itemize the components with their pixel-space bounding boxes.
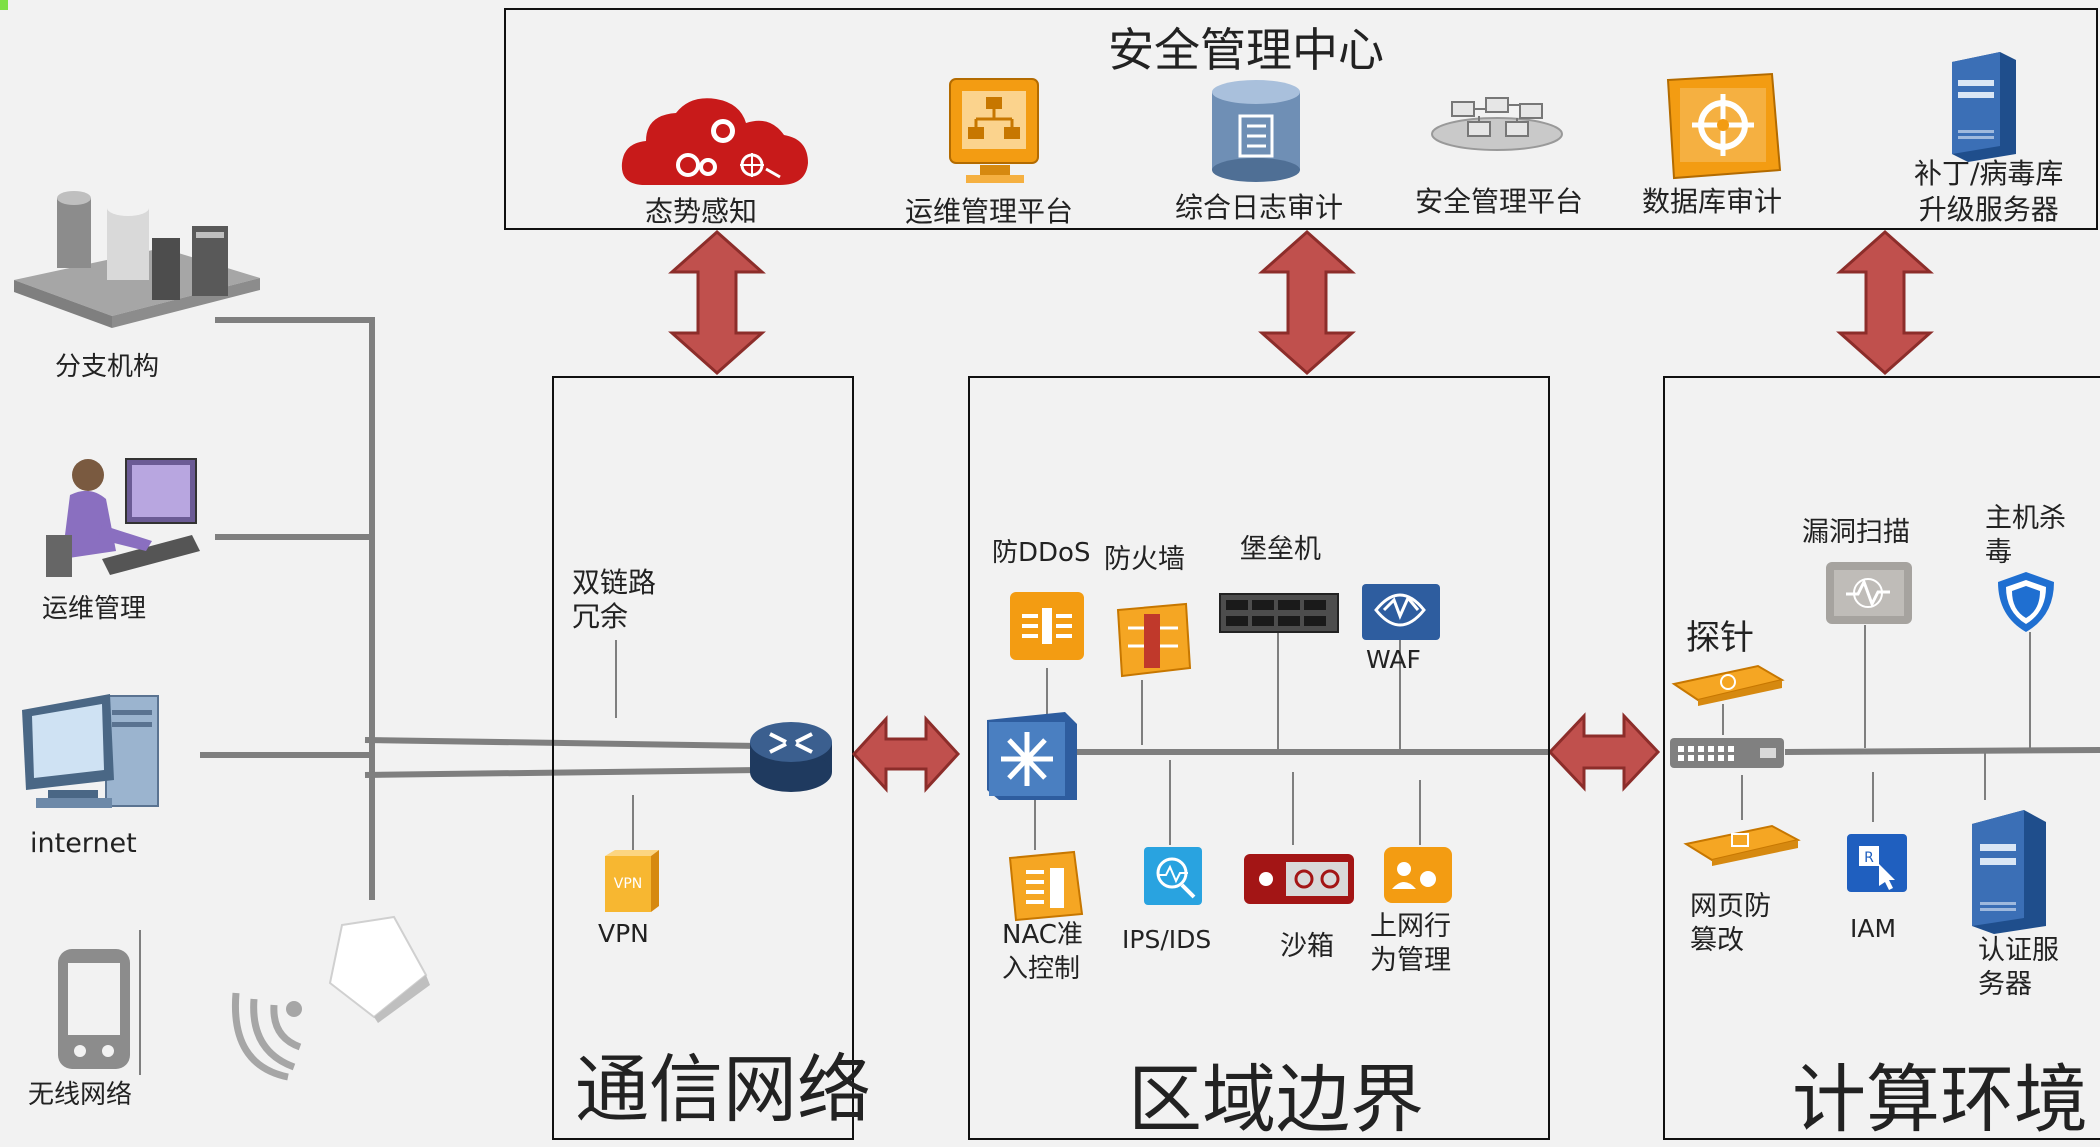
nac-label-line1: NAC准 <box>1002 920 1083 950</box>
firewall-label: 防火墙 <box>1104 544 1185 575</box>
ddos-device-icon <box>1010 592 1084 660</box>
dual-link-label-line2: 冗余 <box>572 600 629 633</box>
org-monitor-icon <box>949 78 1039 183</box>
patch-server-label-line1: 补丁/病毒库 <box>1914 157 2064 190</box>
mobile-phone-icon <box>58 949 130 1069</box>
sandbox-label: 沙箱 <box>1280 931 1334 962</box>
cloud-analytics-icon <box>621 98 808 185</box>
web-guard-label-line2: 篡改 <box>1690 925 1744 956</box>
firewall-device-icon <box>1116 602 1192 678</box>
patch-server-label: 补丁/病毒库 升级服务器 <box>1914 156 2063 228</box>
vpn-label: VPN <box>598 919 649 948</box>
ips-ids-device-icon <box>1144 847 1202 905</box>
boundary-zone-title: 区域边界 <box>1128 1057 1424 1143</box>
patch-server-label-line2: 升级服务器 <box>1918 193 2059 226</box>
boundary-compute-double-arrow <box>1547 712 1661 792</box>
probe-label: 探针 <box>1686 618 1754 658</box>
security-item-label: 综合日志审计 <box>1175 191 1344 224</box>
web-guard-label-line1: 网页防 <box>1690 891 1771 922</box>
boundary-center-double-arrow <box>1258 229 1356 376</box>
dual-link-label-line1: 双链路 <box>572 566 657 599</box>
dual-link-label: 双链路 冗余 <box>572 566 656 634</box>
web-guard-device-icon <box>1683 824 1801 866</box>
behavior-mgmt-device-icon <box>1384 847 1452 903</box>
access-switch-icon[interactable] <box>1668 736 1786 770</box>
auth-server-label-line2: 务器 <box>1978 969 2032 1000</box>
ddos-label: 防DDoS <box>992 538 1091 568</box>
shield-icon <box>1998 572 2054 632</box>
bastion-host-icon <box>1219 593 1339 633</box>
core-switch-icon[interactable] <box>985 710 1079 802</box>
branch-link <box>215 317 375 900</box>
auth-server-icon <box>1972 810 2046 934</box>
vpn-device-icon: VPN <box>605 850 659 912</box>
uplink-b <box>364 767 761 778</box>
web-guard-label: 网页防 篡改 <box>1690 890 1771 958</box>
svg-text:R: R <box>1864 850 1874 866</box>
iam-device-icon: R <box>1847 834 1907 892</box>
compute-zone-title: 计算环境 <box>1792 1057 2088 1143</box>
auth-server-label: 认证服 务器 <box>1978 934 2059 1002</box>
waf-device-icon <box>1362 584 1440 640</box>
desktop-computer-icon <box>22 694 159 808</box>
ops-label: 运维管理 <box>42 594 147 624</box>
host-av-label-line2: 毒 <box>1985 537 2012 568</box>
probe-device-icon <box>1671 664 1785 706</box>
behavior-mgmt-label-line2: 为管理 <box>1370 945 1451 976</box>
branch-label: 分支机构 <box>55 352 160 382</box>
comm-zone-title: 通信网络 <box>575 1047 871 1133</box>
security-item-label: 态势感知 <box>645 195 758 228</box>
compute-bus <box>1784 747 2100 755</box>
wireless-label: 无线网络 <box>28 1080 133 1110</box>
wifi-signal-icon <box>231 992 302 1081</box>
security-item-label: 运维管理平台 <box>905 195 1074 228</box>
nac-label-line2: 入控制 <box>1002 954 1081 984</box>
bastion-label: 堡垒机 <box>1240 534 1321 565</box>
security-center-title: 安全管理中心 <box>1108 23 1384 77</box>
database-log-icon <box>1212 80 1300 182</box>
comm-center-double-arrow <box>668 229 766 376</box>
operator-workstation-icon <box>46 458 200 577</box>
behavior-mgmt-label-line1: 上网行 <box>1370 911 1451 942</box>
nac-label: NAC准 入控制 <box>1002 918 1083 986</box>
vuln-scan-label: 漏洞扫描 <box>1802 517 1910 548</box>
behavior-mgmt-label: 上网行 为管理 <box>1370 910 1451 978</box>
host-av-label-line1: 主机杀 <box>1985 503 2066 534</box>
internet-label: internet <box>30 828 137 859</box>
auth-server-label-line1: 认证服 <box>1978 935 2059 966</box>
wireless-access-point-icon <box>328 915 430 1023</box>
branch-servers-icon <box>14 191 260 328</box>
vpn-badge-text: VPN <box>614 876 643 892</box>
corner-marker <box>0 0 8 10</box>
uplink-a <box>364 737 761 749</box>
network-platform-icon <box>1431 97 1563 151</box>
server-tower-icon <box>1952 52 2016 162</box>
target-monitor-icon <box>1666 72 1782 180</box>
waf-label: WAF <box>1366 645 1421 674</box>
iam-label: IAM <box>1850 914 1897 943</box>
security-item-label: 安全管理平台 <box>1415 185 1584 218</box>
comm-boundary-double-arrow <box>851 715 961 793</box>
sandbox-device-icon <box>1244 854 1354 904</box>
security-item-label: 数据库审计 <box>1642 185 1783 218</box>
ips-label: IPS/IDS <box>1122 925 1212 954</box>
security-center-panel <box>504 8 2098 230</box>
nac-device-icon <box>1008 850 1084 922</box>
host-av-label: 主机杀 毒 <box>1985 502 2066 570</box>
compute-center-double-arrow <box>1836 229 1934 376</box>
vuln-scanner-icon <box>1826 562 1912 624</box>
router-icon[interactable] <box>748 718 834 796</box>
